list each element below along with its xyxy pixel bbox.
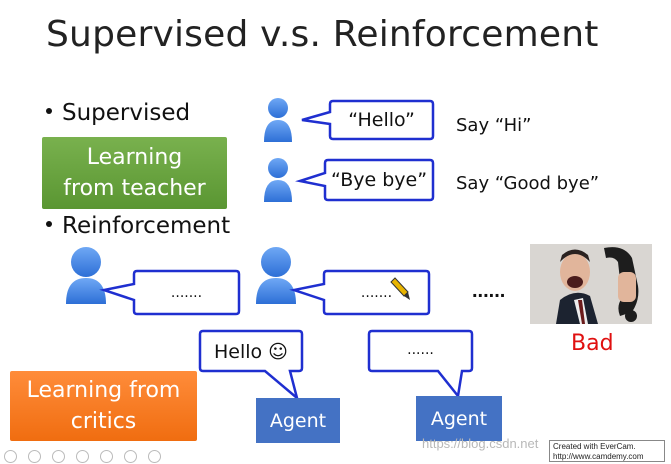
agent-bubble-hello-text: Hello ☺ (213, 341, 288, 363)
pen-cursor-icon (390, 277, 410, 300)
bubble-byebye-text: “Bye bye” (330, 169, 428, 191)
pen-icon[interactable] (76, 450, 89, 463)
reinforcement-bubble-1-text: ....... (170, 285, 203, 301)
speech-bubble (301, 99, 435, 141)
bullet-reinforcement-label: Reinforcement (62, 213, 231, 239)
player-toolbar (4, 450, 161, 463)
agent-label: Agent (269, 409, 327, 432)
previous-icon[interactable] (4, 450, 17, 463)
speech-bubble (198, 329, 304, 402)
bullet-dot (46, 107, 52, 114)
speech-bubble (99, 269, 241, 316)
slide-title: Supervised v.s. Reinforcement (46, 14, 599, 55)
agent-box-2: Agent (416, 396, 502, 441)
evercam-line-1: Created with EverCam. (553, 442, 636, 451)
learning-from-critics-box: Learning from critics (10, 371, 197, 441)
bullet-supervised: Supervised (46, 100, 190, 126)
response-say-hi: Say “Hi” (456, 115, 532, 136)
person-icon (256, 247, 296, 304)
evercam-badge: Created with EverCam. http://www.camdemy… (549, 440, 665, 462)
agent-bubble-2-text: ...... (407, 342, 434, 358)
next-icon[interactable] (52, 450, 65, 463)
ellipsis-more: ...... (472, 280, 506, 302)
person-icon (264, 158, 292, 202)
learning-from-critics-label: Learning from critics (26, 378, 181, 434)
response-say-good-bye: Say “Good bye” (456, 173, 600, 194)
more-icon[interactable] (148, 450, 161, 463)
angry-man-photo (530, 244, 652, 324)
grid-icon[interactable] (100, 450, 113, 463)
speech-bubble (295, 158, 435, 202)
bubble-hello-text: “Hello” (348, 109, 415, 131)
learning-from-teacher-box: Learning from teacher (42, 137, 227, 209)
person-icon (66, 247, 106, 304)
speech-bubble (367, 329, 474, 399)
person-icon (264, 98, 292, 142)
zoom-icon[interactable] (124, 450, 137, 463)
bullet-reinforcement: Reinforcement (46, 213, 230, 239)
reinforcement-bubble-2-text: ....... (360, 285, 393, 301)
bad-feedback-label: Bad (571, 331, 614, 356)
agent-label: Agent (430, 407, 488, 430)
bullet-supervised-label: Supervised (62, 100, 191, 126)
bullet-dot (46, 220, 52, 227)
evercam-line-2: http://www.camdemy.com (553, 452, 644, 461)
play-icon[interactable] (28, 450, 41, 463)
learning-from-teacher-label: Learning from teacher (63, 145, 206, 201)
csdn-watermark: https://blog.csdn.net (422, 436, 539, 451)
agent-box-1: Agent (256, 398, 340, 443)
